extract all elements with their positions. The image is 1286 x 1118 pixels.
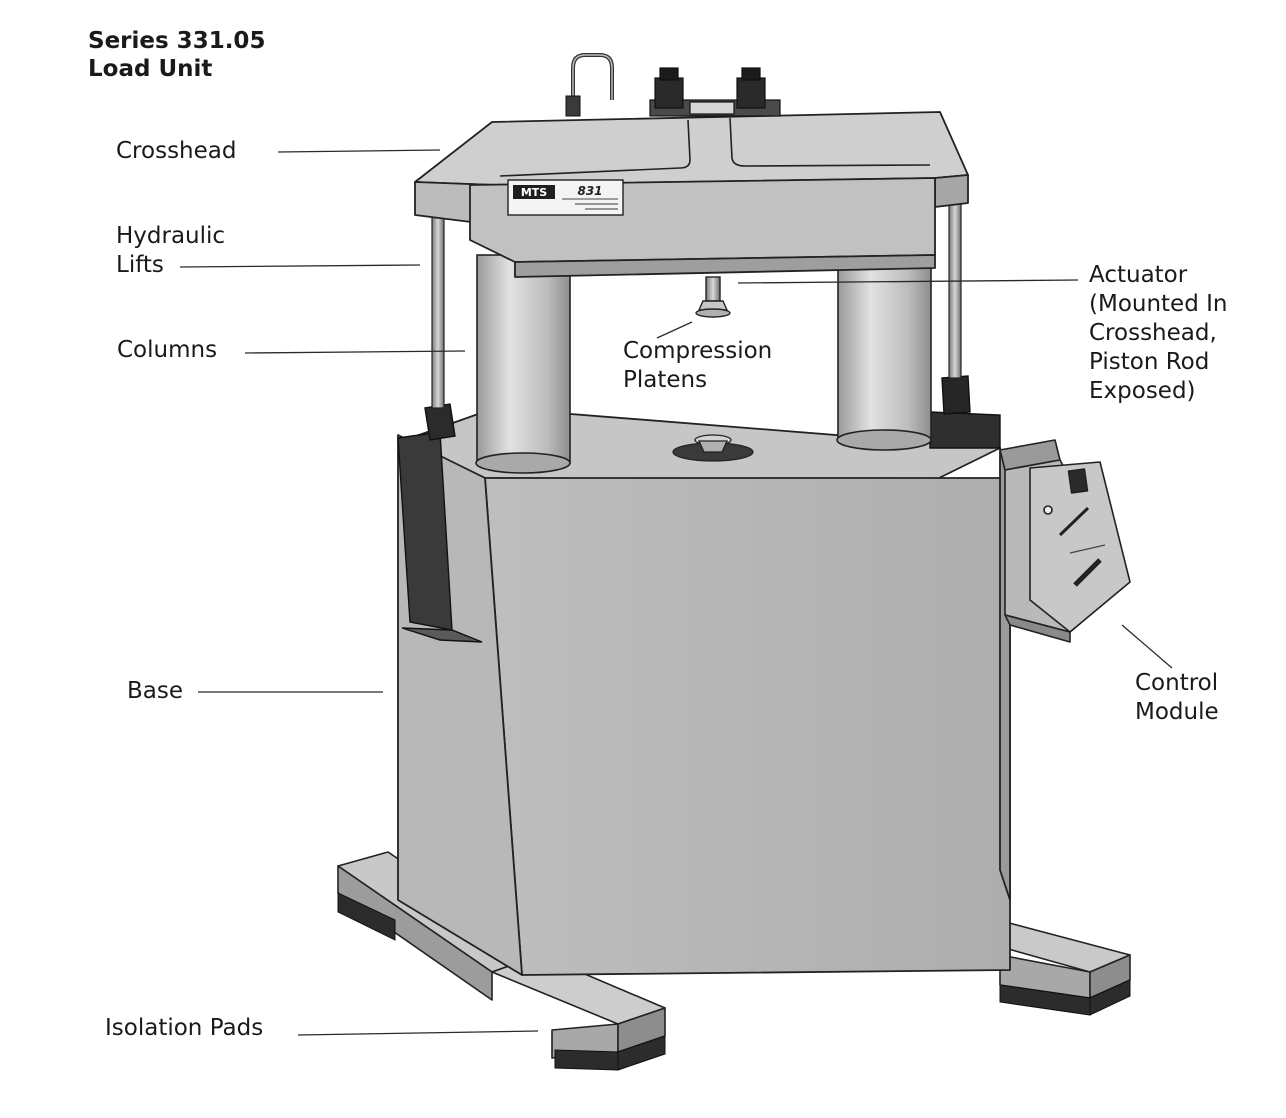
callout-compression-platens: Compression Platens <box>623 337 772 395</box>
leader-crosshead <box>277 149 441 153</box>
callout-base: Base <box>127 677 183 706</box>
callout-control-module-line1: Control <box>1135 670 1219 696</box>
callout-crosshead-line1: Crosshead <box>116 138 237 164</box>
callout-columns-line1: Columns <box>117 337 218 363</box>
control-module <box>999 439 1131 643</box>
leader-actuator <box>737 279 1079 284</box>
callout-isolation-pads-line1: Isolation Pads <box>105 1015 264 1041</box>
lift-rod-left <box>431 211 445 409</box>
leader-compression-platens <box>656 321 693 339</box>
callout-control-module: Control Module <box>1135 669 1219 727</box>
base-block <box>397 407 1011 976</box>
actuator-piston-rod <box>695 276 731 318</box>
callout-control-module-line2: Module <box>1135 699 1219 725</box>
callout-actuator-line3: Crosshead, <box>1089 320 1217 346</box>
lift-rod-right <box>948 199 962 379</box>
lower-platen <box>694 434 732 453</box>
lift-cylinder-left <box>397 403 483 643</box>
callout-crosshead: Crosshead <box>116 137 236 166</box>
callout-compression-platens-line1: Compression <box>623 338 773 364</box>
hydraulic-hose <box>565 53 614 117</box>
callout-hydraulic-lifts: Hydraulic Lifts <box>116 222 225 280</box>
callout-actuator: Actuator (Mounted In Crosshead, Piston R… <box>1089 261 1227 406</box>
callout-base-line1: Base <box>127 678 184 704</box>
leader-isolation-pads <box>297 1030 539 1036</box>
callout-actuator-line2: (Mounted In <box>1089 291 1228 317</box>
crosshead-center-channel <box>499 117 931 177</box>
leader-lines <box>179 149 1173 1036</box>
lift-cylinder-right <box>929 375 1001 449</box>
callout-isolation-pads: Isolation Pads <box>105 1014 263 1043</box>
callout-hydraulic-lifts-line2: Lifts <box>116 252 164 278</box>
crosshead <box>414 111 969 278</box>
figure-title-series: Series 331.05 <box>88 28 266 54</box>
callout-actuator-line4: Piston Rod <box>1089 349 1210 375</box>
callout-actuator-line1: Actuator <box>1089 262 1188 288</box>
callout-compression-platens-line2: Platens <box>623 367 708 393</box>
leader-columns <box>244 350 466 354</box>
callout-actuator-line5: Exposed) <box>1089 378 1196 404</box>
nameplate-brand: MTS <box>521 186 547 199</box>
nameplate: MTS 831 <box>507 179 624 216</box>
callout-hydraulic-lifts-line1: Hydraulic <box>116 223 226 249</box>
leader-hydraulic-lifts <box>179 264 421 268</box>
column-left <box>475 254 571 474</box>
callout-columns: Columns <box>117 336 217 365</box>
isolation-pads <box>337 892 1131 1071</box>
servo-valves <box>649 67 781 117</box>
figure-title-unit: Load Unit <box>88 56 213 82</box>
nameplate-model: 831 <box>577 184 602 198</box>
column-right <box>836 249 932 451</box>
leader-control-module <box>1121 624 1173 669</box>
